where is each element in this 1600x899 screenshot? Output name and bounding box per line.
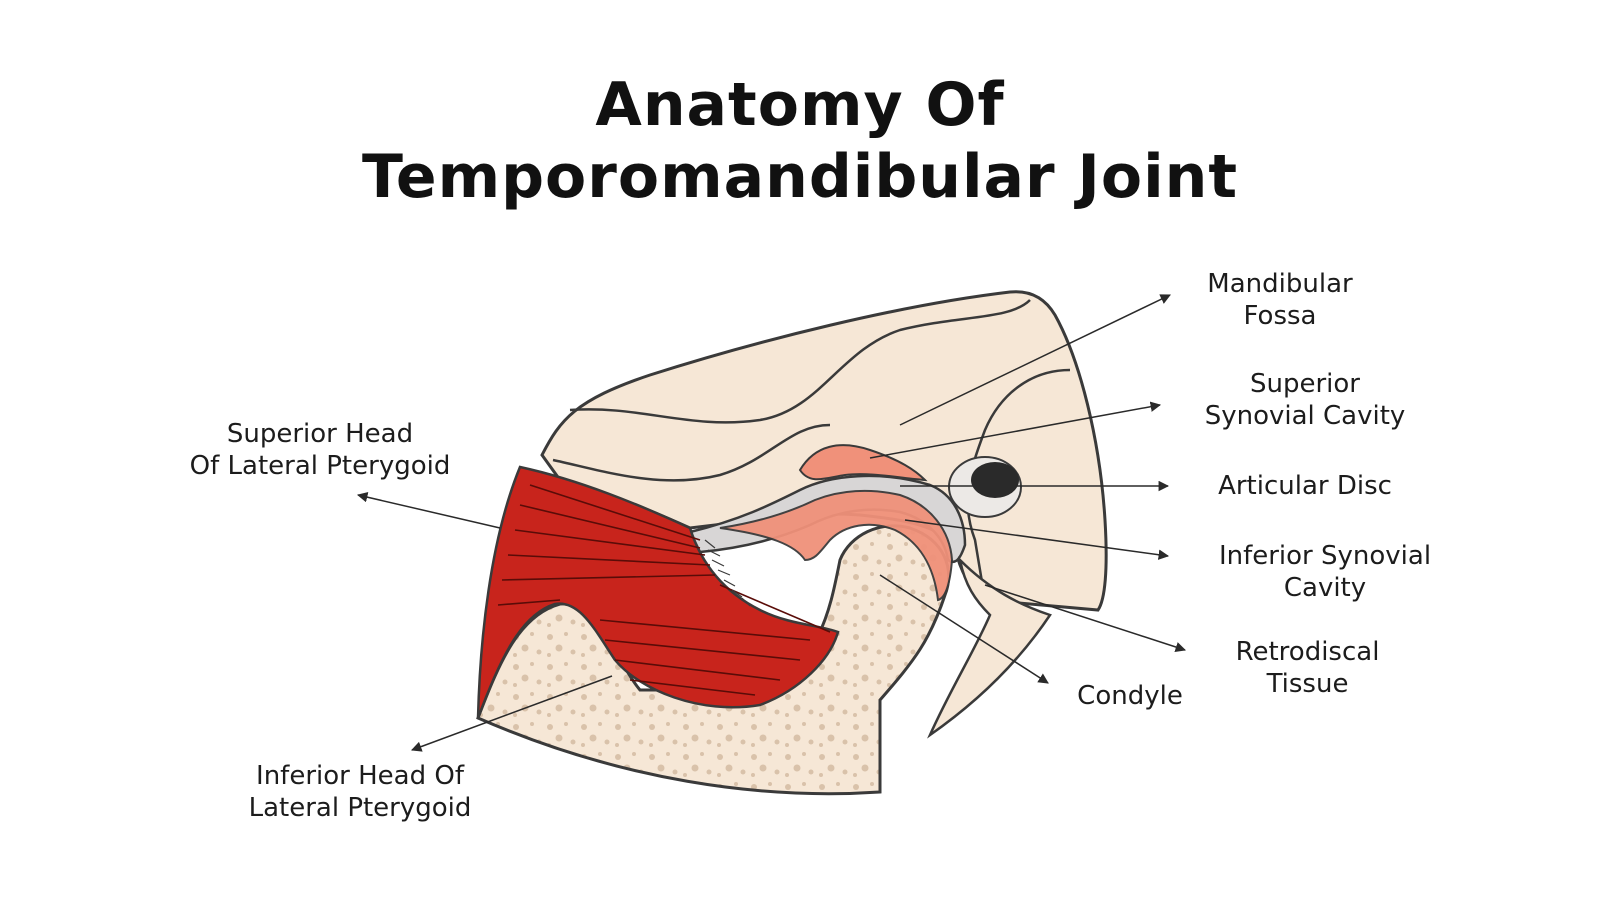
label-superior-head: Superior Head Of Lateral Pterygoid (189, 419, 451, 481)
label-inferior-synovial-cavity: Inferior Synovial Cavity (1218, 541, 1432, 603)
muscle-tendon-fringe (704, 539, 751, 607)
leader-retrodiscal-tissue (984, 584, 1186, 653)
label-mandibular-fossa: Mandibular Fossa (1207, 269, 1353, 331)
diagram-title-line-1: Anatomy Of (595, 70, 1005, 140)
leader-superior-synovial-cavity (869, 401, 1162, 459)
label-articular-disc: Articular Disc (1218, 471, 1392, 501)
leader-lines (356, 294, 1186, 752)
articular-cavity-dark-core (971, 462, 1019, 498)
diagram-title-line-2: Temporomandibular Joint (361, 142, 1239, 212)
label-inferior-head: Inferior Head Of Lateral Pterygoid (248, 761, 472, 823)
label-retrodiscal-tissue: Retrodiscal Tissue (1235, 637, 1380, 699)
leader-mandibular-fossa (899, 294, 1171, 426)
superior-synovial-cavity-shape (798, 444, 928, 482)
leader-inferior-synovial-cavity (904, 519, 1170, 560)
leader-superior-head (356, 492, 501, 529)
leader-condyle (879, 574, 1049, 684)
label-superior-synovial-cavity: Superior Synovial Cavity (1204, 369, 1406, 431)
label-condyle: Condyle (1077, 681, 1183, 711)
retrodiscal-tissue-shape (927, 556, 1052, 739)
temporal-bone-inner-line (552, 423, 831, 482)
muscle-fiber-lines (497, 484, 831, 696)
inferior-synovial-cavity-shape (719, 489, 954, 602)
temporal-bone-contour (569, 299, 1031, 424)
leader-inferior-head (411, 675, 613, 752)
